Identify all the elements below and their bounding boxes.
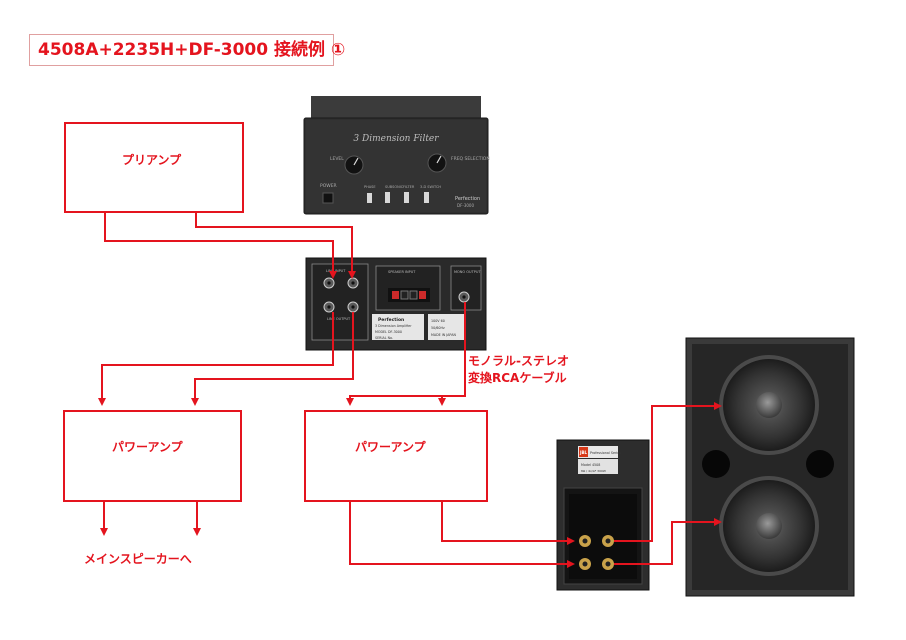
line-input-label: LINE INPUT — [326, 269, 346, 273]
power-amp-right-label: パワーアンプ — [355, 440, 426, 454]
left-port — [702, 450, 730, 478]
switch-label-1: PHASE — [364, 185, 376, 189]
wire-sub-to-upper-woofer — [614, 402, 722, 542]
lower-woofer — [719, 476, 819, 576]
sub-model: Model 4508 — [581, 463, 600, 467]
wiring — [98, 213, 722, 568]
upper-woofer — [719, 355, 819, 455]
rear-spec-1: 100V 60 — [431, 319, 445, 323]
preamp-label: プリアンプ — [122, 153, 182, 167]
filter-front-script: 3 Dimension Filter — [353, 134, 439, 144]
wire-right-amp-to-sub-1 — [441, 502, 575, 545]
toggle-switch-filter[interactable] — [404, 192, 409, 203]
switch-label-4: 3-D SWITCH — [420, 185, 441, 189]
jbl-badge-brand: JBL — [579, 450, 588, 455]
wire-mono-to-right-amp-a — [346, 302, 466, 406]
toggle-switch-phase[interactable] — [367, 193, 372, 203]
preamp-box — [64, 122, 244, 213]
level-knob-label: LEVEL — [330, 156, 344, 162]
mono-output-label: MONO OUTPUT — [454, 270, 481, 274]
wire-preamp-to-input-l — [104, 213, 337, 279]
diagram-title: 4508A+2235H+DF-3000 接続例 ① — [29, 34, 345, 66]
rear-desc: 3 Dimension Amplifier — [375, 324, 412, 328]
rear-serial: SERIAL No. — [375, 336, 393, 340]
speaker-terminal-2[interactable] — [400, 290, 409, 300]
switch-label-2: SUBSONIC — [385, 185, 404, 189]
rear-brand: Perfection — [378, 317, 404, 323]
rear-spec-2: 50/60Hz — [431, 326, 445, 330]
power-amp-left-box — [63, 410, 242, 502]
rear-made: MADE IN JAPAN — [431, 333, 456, 337]
speaker-terminal-1[interactable] — [392, 291, 399, 299]
jbl-badge-text: Professional Series — [590, 451, 621, 455]
level-knob[interactable] — [344, 155, 364, 175]
filter-front-brand: Perfection — [455, 196, 480, 202]
filter-front-panel: 3 Dimension Filter LEVEL FREQ SELECTION … — [303, 96, 490, 215]
cable-label-line1: モノラル-ステレオ — [468, 354, 569, 368]
speaker-terminal-4[interactable] — [419, 291, 426, 299]
filter-front-model: DF-3000 — [457, 203, 474, 208]
freq-knob[interactable] — [427, 153, 447, 173]
speaker-terminal-3[interactable] — [409, 290, 418, 300]
toggle-switch-3d[interactable] — [424, 192, 429, 203]
wire-sub-to-lower-woofer — [614, 518, 722, 565]
line-output-label: LINE OUTPUT — [327, 317, 351, 321]
switch-label-3: FILTER — [403, 185, 415, 189]
speaker-input-label: SPEAKER INPUT — [388, 270, 416, 274]
power-amp-left-label: パワーアンプ — [112, 440, 183, 454]
wire-preamp-to-input-r — [195, 213, 356, 279]
right-port — [806, 450, 834, 478]
wire-output-l-to-left-amp — [98, 312, 334, 406]
main-speaker-label: メインスピーカーへ — [84, 552, 192, 566]
cable-label-line2: 変換RCAケーブル — [468, 371, 567, 385]
freq-knob-label: FREQ SELECTION — [451, 156, 490, 162]
binding-post-1[interactable] — [579, 535, 591, 547]
power-amp-right-box — [304, 410, 488, 502]
wire-right-amp-to-sub-2 — [349, 502, 575, 568]
power-switch[interactable] — [322, 192, 334, 204]
filter-rear-panel: LINE INPUT LINE OUTPUT SPEAKER INPUT MON… — [305, 257, 487, 351]
binding-post-2[interactable] — [602, 535, 614, 547]
toggle-switch-subsonic[interactable] — [385, 192, 390, 203]
power-label: POWER — [320, 183, 337, 189]
sub-enclosure: JBL Professional Series Model 4508 8Ω / … — [556, 439, 650, 591]
woofer-cabinet — [685, 337, 855, 597]
jbl-logo-icon — [579, 447, 588, 457]
binding-post-3[interactable] — [579, 558, 591, 570]
binding-post-4[interactable] — [602, 558, 614, 570]
sub-spec: 8Ω / 4x/LF 300W — [581, 469, 606, 473]
wire-output-r-to-left-amp — [191, 312, 354, 406]
rear-model: MODEL DF-3000 — [375, 330, 402, 334]
